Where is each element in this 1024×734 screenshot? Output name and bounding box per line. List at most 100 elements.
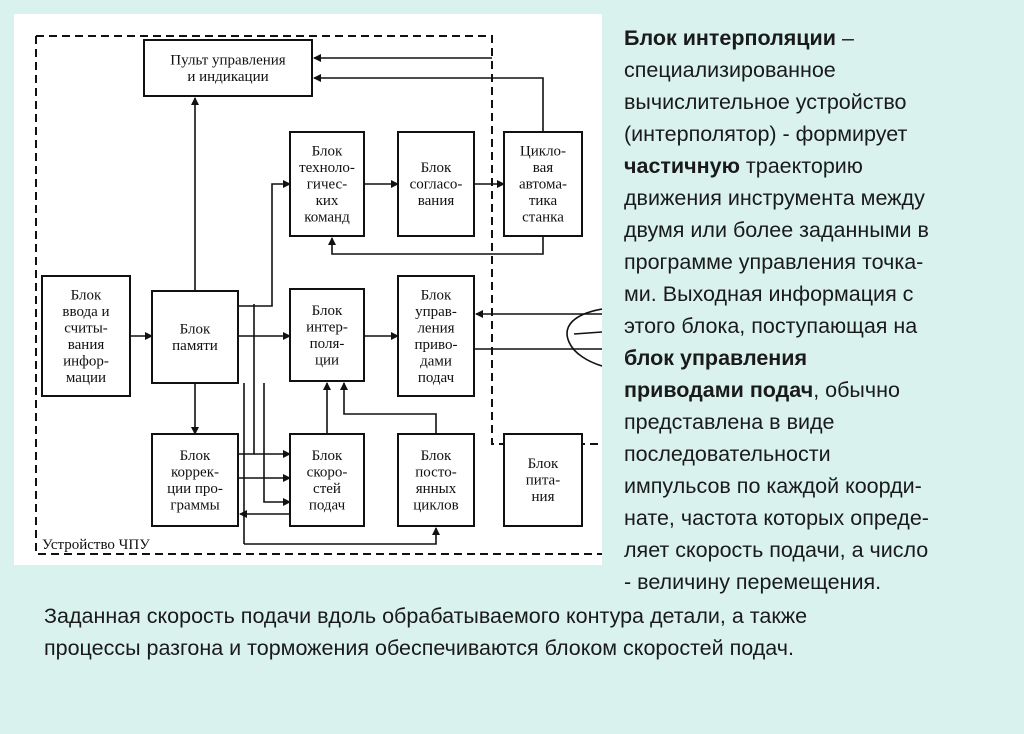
block-label-line: Блок (528, 456, 559, 472)
block-label-line: вая (533, 160, 554, 176)
block-label-line: считы- (64, 320, 108, 336)
arrow-cycles-to-interpolation (340, 382, 437, 434)
desc-line-12-rest: , обычно (813, 378, 900, 402)
desc-emph-partial: частичную (624, 154, 740, 178)
desc-line-12: приводами подач, обычно (624, 374, 1016, 406)
desc-line-18: - величину перемещения. (624, 570, 882, 594)
desc-line-13: представлена в виде (624, 410, 835, 434)
block-input-reading (41, 275, 131, 397)
block-label-line: пита- (526, 473, 560, 489)
block-label-line: и индикации (187, 69, 268, 85)
block-label-line: Блок (312, 303, 343, 319)
block-label-line: автома- (519, 177, 567, 193)
block-power-supply (503, 433, 583, 527)
block-label-line: подач (309, 497, 346, 513)
block-label-line: техноло- (299, 160, 355, 176)
block-label-line: Блок (421, 287, 452, 303)
block-label-line: Блок (312, 144, 343, 160)
desc-line-1: Блок интерполяции – (624, 22, 1016, 54)
desc-line-2: специализированное (624, 58, 836, 82)
feed-speed-note: Заданная скорость подачи вдоль обрабатыв… (44, 600, 1004, 664)
desc-line-7: двумя или более заданными в (624, 218, 929, 242)
desc-emph-block: блок управления (624, 346, 808, 370)
block-label-line: Блок (71, 287, 102, 303)
block-label-line: инфор- (63, 353, 109, 369)
block-label-line: ввода и (62, 304, 109, 320)
block-label-line: Блок (421, 160, 452, 176)
block-label-line: стей (313, 481, 341, 497)
desc-line-10: этого блока, поступающая на (624, 314, 918, 338)
machine-sketch-line (573, 331, 602, 335)
arrow-cyclic-to-tech (328, 236, 544, 255)
block-interpolation (289, 288, 365, 382)
block-label-line: граммы (170, 497, 219, 513)
desc-line-15: импульсов по каждой коорди- (624, 474, 922, 498)
block-feed-speeds (289, 433, 365, 527)
block-tech-commands (289, 131, 365, 237)
arrow-cyclic-to-panel (313, 74, 544, 132)
arrow-to-cycles (244, 527, 440, 545)
block-label-line: команд (304, 210, 350, 226)
arrow-memory-to-speeds (263, 383, 291, 506)
interpolation-description: Блок интерполяции – специализированное в… (624, 22, 1016, 598)
block-label-line: Блок (312, 448, 343, 464)
block-label-line: дами (420, 353, 452, 369)
block-label-line: Блок (421, 448, 452, 464)
desc-line-14: последовательности (624, 442, 831, 466)
cnc-frame-left-bottom (35, 36, 602, 555)
desc-line-4: (интерполятор) - формирует (624, 122, 908, 146)
block-label-line: гичес- (307, 177, 347, 193)
frame-label: Устройство ЧПУ (42, 537, 150, 553)
block-label-line: управ- (415, 304, 457, 320)
desc-line-17: ляет скорость подачи, а число (624, 538, 929, 562)
block-label-line: интер- (306, 319, 348, 335)
note-line-2: процессы разгона и торможения обеспечива… (44, 636, 794, 660)
block-label-line: тика (529, 193, 558, 209)
block-feed-drive-control (397, 275, 475, 397)
desc-emph-drives: приводами подач (624, 378, 814, 402)
block-label-line: Блок (180, 448, 211, 464)
block-label-line: Цикло- (520, 144, 566, 160)
block-label-line: Блок (180, 321, 211, 337)
block-fixed-cycles (397, 433, 475, 527)
block-label-line: поля- (310, 336, 345, 352)
block-label-line: скоро- (307, 464, 348, 480)
desc-line-5-rest: траекторию (739, 154, 863, 178)
block-label-line: янных (416, 481, 457, 497)
block-label-line: ления (417, 320, 454, 336)
block-label-line: ких (316, 193, 339, 209)
block-label-line: циклов (413, 497, 458, 513)
desc-line-3: вычислительное устройство (624, 90, 907, 114)
block-label-line: ния (532, 489, 555, 505)
block-label-line: ции (315, 352, 339, 368)
block-label-line: ции про- (167, 481, 223, 497)
block-label-line: приво- (414, 337, 457, 353)
note-line-1: Заданная скорость подачи вдоль обрабатыв… (44, 604, 808, 628)
desc-line-8: программе управления точка- (624, 250, 924, 274)
block-label-line: посто- (415, 464, 456, 480)
block-label-line: подач (418, 370, 455, 386)
desc-dash: – (835, 26, 854, 50)
desc-line-5: частичную траекторию (624, 150, 1016, 182)
cnc-frame-top-right (36, 35, 602, 445)
block-label-line: памяти (172, 338, 218, 354)
desc-line-16: нате, частота которых опреде- (624, 506, 929, 530)
block-label-line: согласо- (410, 177, 463, 193)
block-label-line: мации (66, 370, 106, 386)
block-program-correction (151, 433, 239, 527)
desc-title: Блок интерполяции (624, 26, 836, 50)
desc-line-11: блок управления (624, 342, 1016, 374)
block-label-line: вания (418, 193, 455, 209)
